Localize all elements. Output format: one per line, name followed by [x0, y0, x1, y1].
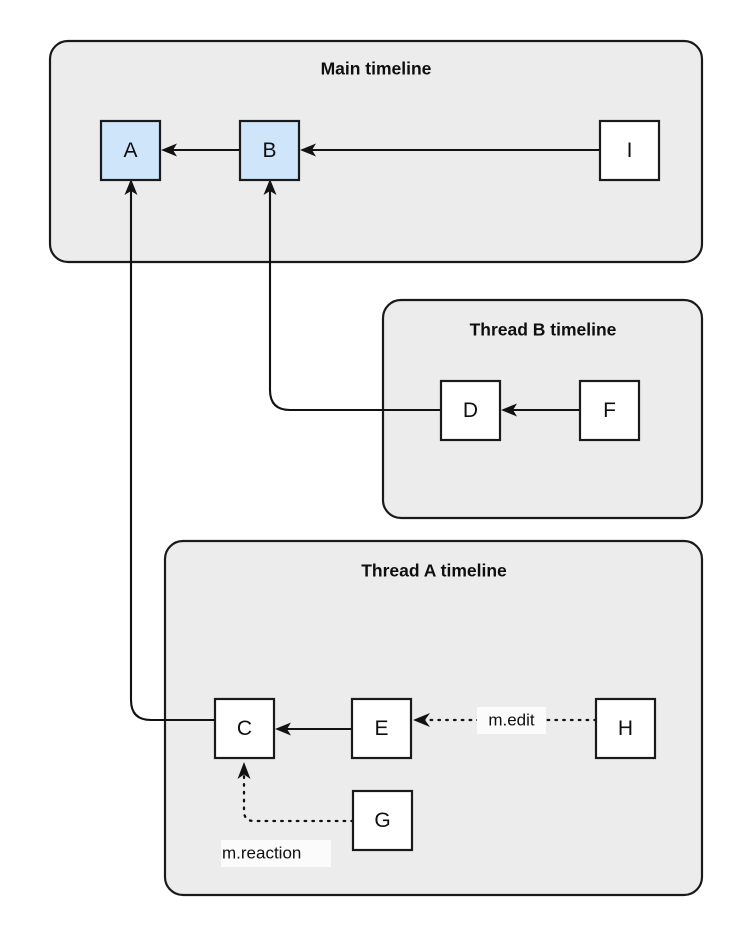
node-g-label: G — [374, 809, 390, 832]
node-c-box — [213, 697, 276, 760]
node-c-label: C — [237, 717, 252, 740]
node-e-label: E — [374, 717, 388, 740]
node-a-label: A — [123, 139, 137, 162]
timeline-thread-a-box — [163, 539, 704, 897]
edge-label-m-edit: m.edit — [477, 707, 546, 734]
node-c[interactable]: C — [213, 697, 276, 760]
edge-g-to-c-arrowhead — [237, 762, 251, 779]
node-h-box — [594, 697, 657, 760]
node-f[interactable]: F — [578, 379, 641, 442]
timeline-main[interactable]: Main timeline — [48, 39, 704, 264]
edge-i-to-b-arrowhead — [300, 143, 316, 157]
timeline-main-box — [48, 39, 704, 264]
edge-c-to-a-arrowhead — [124, 179, 138, 195]
node-e[interactable]: E — [350, 697, 413, 760]
node-e-box — [350, 697, 413, 760]
edge-f-to-d[interactable] — [501, 403, 580, 417]
edge-c-to-a-line — [129, 188, 215, 722]
node-h[interactable]: H — [594, 697, 657, 760]
timeline-thread-a-title: Thread A timeline — [361, 561, 507, 581]
node-f-box — [578, 379, 641, 442]
edge-e-to-c[interactable] — [275, 722, 352, 736]
node-i-label: I — [627, 139, 633, 162]
node-a[interactable]: A — [99, 119, 162, 182]
timeline-containers: Main timeline Thread B timeline Thread A… — [48, 39, 704, 897]
node-b[interactable]: B — [238, 119, 301, 182]
edge-d-to-b[interactable] — [263, 179, 442, 412]
node-d[interactable]: D — [439, 379, 502, 442]
edge-i-to-b[interactable] — [300, 143, 600, 157]
edge-label-m-edit-bg — [477, 707, 546, 734]
node-h-label: H — [618, 717, 633, 740]
edge-b-to-a-arrowhead — [161, 143, 177, 157]
edge-d-to-b-arrowhead — [263, 179, 277, 195]
node-i[interactable]: I — [598, 119, 661, 182]
node-d-box — [439, 379, 502, 442]
node-d-label: D — [463, 399, 478, 422]
edge-b-to-a[interactable] — [161, 143, 240, 157]
edge-e-to-c-arrowhead — [275, 722, 291, 736]
node-a-box — [99, 119, 162, 182]
timeline-main-title: Main timeline — [321, 59, 432, 79]
node-i-box — [598, 119, 661, 182]
edge-label-m-reaction-text: m.reaction — [222, 843, 301, 862]
edge-label-m-reaction-bg — [221, 840, 331, 867]
node-g[interactable]: G — [351, 789, 414, 852]
edge-label-m-edit-text: m.edit — [488, 710, 535, 729]
edge-labels: m.edit m.reaction — [221, 707, 546, 867]
nodes: A B I D F C — [99, 119, 661, 852]
edge-c-to-a[interactable] — [124, 179, 216, 722]
node-g-box — [351, 789, 414, 852]
edge-h-to-e-arrowhead — [413, 713, 430, 727]
timeline-thread-b-title: Thread B timeline — [470, 320, 617, 340]
timeline-thread-a[interactable]: Thread A timeline — [163, 539, 704, 897]
edge-d-to-b-line — [268, 188, 441, 412]
edge-label-m-reaction: m.reaction — [221, 840, 331, 867]
node-f-label: F — [603, 399, 616, 422]
node-b-box — [238, 119, 301, 182]
edge-f-to-d-arrowhead — [501, 403, 517, 417]
edge-g-to-c[interactable] — [237, 762, 355, 823]
node-b-label: B — [262, 139, 276, 162]
